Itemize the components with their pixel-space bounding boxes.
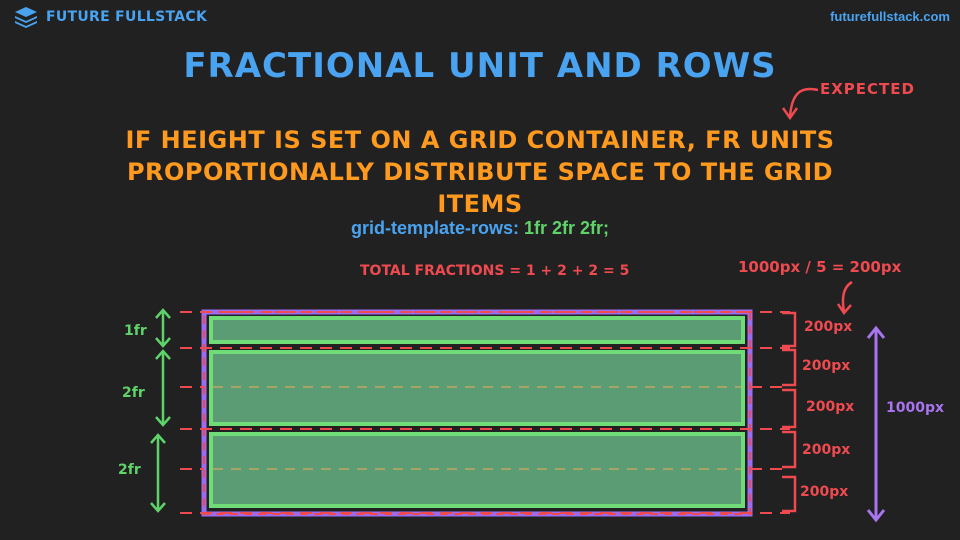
grid-container-dashed-outline [203,311,751,515]
grid-item-3 [209,432,745,508]
grid-item-1 [209,316,745,344]
expected-arrow-icon [781,87,819,121]
row-2-label: 2fr [122,385,145,401]
subtitle-line-2: PROPORTIONALLY DISTRIBUTE SPACE TO THE G… [126,158,834,218]
code-value: 1fr 2fr 2fr; [524,218,610,238]
stacked-layers-icon [15,7,37,28]
brand-name: FUTURE FULLSTACK [46,9,208,25]
segment-bracket [782,430,797,469]
page-title: FRACTIONAL UNIT AND ROWS [183,46,777,86]
row-1-label: 1fr [124,323,147,339]
container-height-label: 1000px [886,400,945,416]
row-3-label: 2fr [118,462,141,478]
segment-label: 200px [800,484,849,500]
subtitle-line-1: IF HEIGHT IS SET ON A GRID CONTAINER, FR… [125,126,835,154]
segment-label: 200px [804,319,853,335]
total-fractions-label: TOTAL FRACTIONS = 1 + 2 + 2 = 5 [360,263,630,279]
formula-label: 1000px / 5 = 200px [738,258,902,276]
segment-bracket [782,311,797,348]
code-snippet: grid-template-rows: 1fr 2fr 2fr; [0,218,960,239]
segment-label: 200px [806,399,855,415]
brand[interactable]: FUTURE FULLSTACK [14,6,207,28]
formula-arrow-icon [836,280,853,316]
subtitle: IF HEIGHT IS SET ON A GRID CONTAINER, FR… [80,124,880,220]
segment-bracket [782,388,797,429]
segment-bracket [782,475,797,513]
grid-item-2 [209,350,745,426]
site-url-link[interactable]: futurefullstack.com [830,9,950,24]
code-property: grid-template-rows: [350,218,519,238]
expected-annotation: EXPECTED [820,80,915,98]
segment-bracket [782,348,797,387]
segment-label: 200px [802,442,851,458]
segment-label: 200px [802,358,851,374]
